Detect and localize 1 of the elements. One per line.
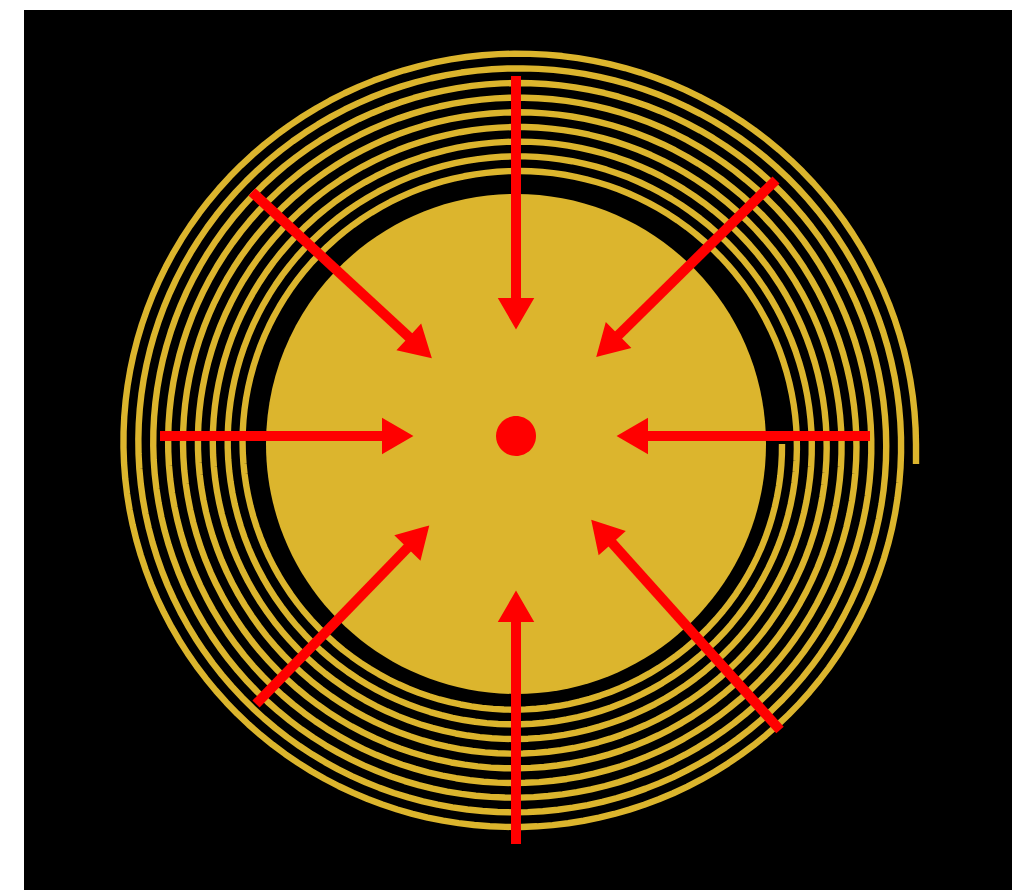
center-dot [496, 416, 536, 456]
